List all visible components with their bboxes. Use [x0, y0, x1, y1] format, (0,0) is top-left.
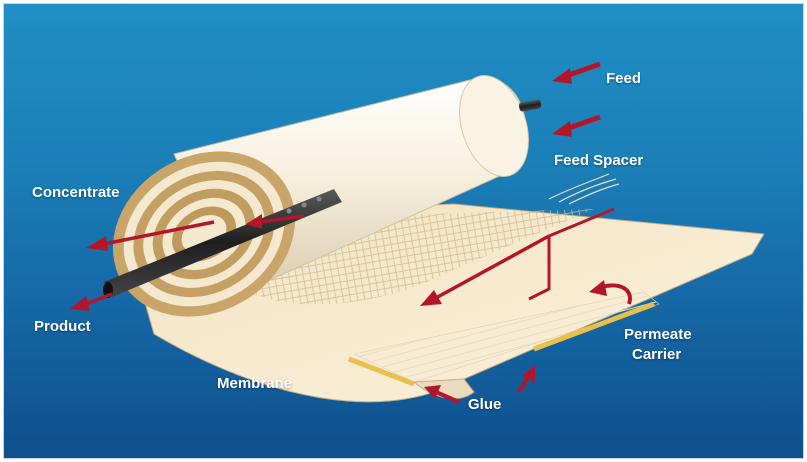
feed-arrow-upper — [565, 61, 601, 79]
permeate-carrier-arrow — [601, 283, 632, 305]
concentrate-inner-arrow-head — [246, 214, 262, 229]
feed-flow-arrow — [433, 234, 550, 301]
label-product: Product — [34, 318, 91, 335]
glue-line-front — [348, 356, 415, 387]
label-permeate: Permeate — [624, 326, 692, 343]
feed-flow-arrow-head — [420, 290, 442, 306]
glue-line-side — [533, 301, 655, 352]
label-glue: Glue — [468, 396, 502, 413]
glue-arrow-right — [517, 374, 531, 394]
glue-arrow-left — [435, 390, 460, 404]
permeate-carrier-sheet — [353, 291, 660, 383]
concentrate-arrow — [103, 220, 215, 246]
glue-arrow-right-head — [522, 365, 535, 382]
concentrate-inner-arrow — [258, 214, 305, 224]
label-feed-spacer: Feed Spacer — [554, 152, 644, 169]
label-carrier: Carrier — [632, 346, 682, 363]
feed-flow-top — [548, 207, 615, 238]
glue-arrow-left-head — [424, 385, 441, 399]
feed-flow-drop — [528, 236, 551, 301]
spiral-wound-membrane-diagram — [70, 61, 765, 404]
concentrate-arrow-head — [86, 236, 108, 251]
label-membrane: Membrane — [217, 375, 293, 392]
flow-arrows — [70, 61, 632, 404]
label-feed: Feed — [606, 70, 642, 87]
label-concentrate: Concentrate — [32, 184, 120, 201]
product-arrow — [85, 292, 113, 306]
diagram-frame: Feed Feed Spacer Concentrate Product Mem… — [3, 3, 804, 459]
feed-spacer-edge — [548, 173, 620, 205]
central-product-tube — [103, 189, 342, 298]
permeate-carrier-arrow-head — [589, 280, 607, 296]
product-arrow-head — [70, 296, 90, 311]
pipe-stub-right — [518, 99, 542, 112]
feed-arrow-upper-head — [552, 68, 572, 84]
feed-arrow-lower-head — [552, 121, 572, 137]
membrane-roll-cap — [459, 75, 529, 177]
feed-arrow-lower — [565, 114, 601, 132]
